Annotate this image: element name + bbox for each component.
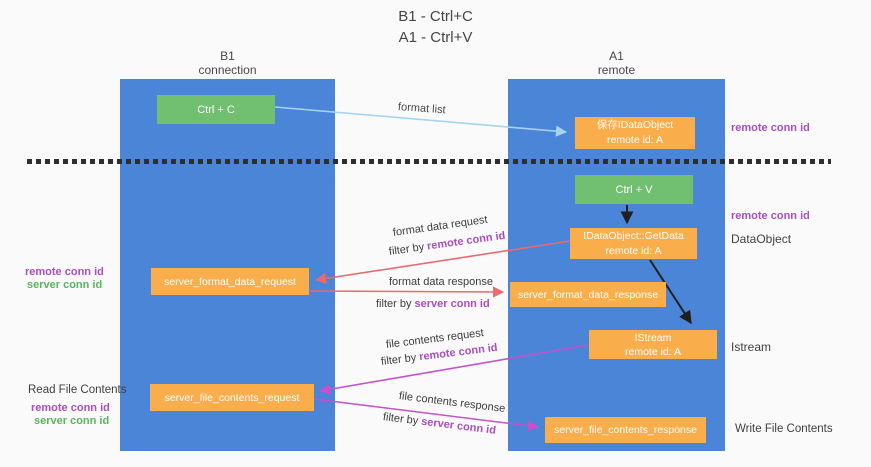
filter-value: server conn id	[414, 298, 490, 310]
node-server-file-contents-request: server_file_contents_request	[150, 384, 314, 411]
label-file-contents-response: file contents response	[398, 390, 506, 415]
node-istream-line2: remote id: A	[624, 346, 682, 358]
filter-prefix: filter by	[376, 298, 415, 310]
node-save-idataobject: 保存IDataObject remote id: A	[575, 117, 695, 149]
diagram-title: B1 - Ctrl+C A1 - Ctrl+V	[0, 6, 871, 48]
node-save-idataobject-line2: remote id: A	[606, 134, 664, 146]
label-left-top-remote-conn-id: remote conn id	[25, 266, 104, 278]
lane-a1-subtitle: remote	[597, 63, 636, 77]
lane-a1-header: A1 remote	[508, 49, 725, 77]
label-left-bottom-server-conn-id: server conn id	[34, 415, 110, 427]
node-save-idataobject-line1: 保存IDataObject	[596, 119, 674, 131]
label-write-file-contents: Write File Contents	[735, 423, 833, 435]
label-remote-conn-id-mid: remote conn id	[731, 210, 810, 222]
filter-value: server conn id	[420, 415, 497, 437]
node-idataobject-getdata: IDataObject::GetData remote id: A	[570, 228, 697, 259]
node-istream-line1: IStream	[634, 332, 672, 344]
node-getdata-line1: IDataObject::GetData	[583, 230, 684, 242]
node-getdata-line2: remote id: A	[605, 245, 662, 257]
node-server-format-data-response: server_format_data_response	[510, 282, 666, 307]
lane-b1-header: B1 connection	[120, 49, 335, 77]
format-data-response-arrow	[309, 286, 505, 298]
node-ctrl-c: Ctrl + C	[157, 95, 275, 124]
filter-prefix: filter by	[388, 240, 428, 258]
node-server-file-contents-request-label: server_file_contents_request	[164, 391, 300, 404]
label-filter-format-response: filter by server conn id	[376, 298, 490, 310]
node-server-file-contents-response: server_file_contents_response	[545, 417, 706, 443]
node-server-file-contents-response-label: server_file_contents_response	[553, 424, 697, 436]
label-left-bottom-remote-conn-id: remote conn id	[31, 402, 110, 414]
label-format-list: format list	[397, 101, 446, 117]
clipboard-boundary-line	[27, 159, 831, 164]
lane-b1-subtitle: connection	[198, 63, 257, 77]
node-server-format-data-request: server_format_data_request	[151, 268, 309, 295]
label-dataobject: DataObject	[731, 232, 792, 246]
filter-value: remote conn id	[426, 229, 507, 253]
lane-b1-name: B1	[220, 49, 235, 63]
label-istream: Istream	[731, 340, 772, 354]
label-filter-file-response: filter by server conn id	[382, 411, 496, 437]
title-line-2: A1 - Ctrl+V	[398, 29, 473, 46]
node-server-format-data-request-label: server_format_data_request	[164, 275, 296, 288]
lane-a1-name: A1	[609, 49, 624, 63]
node-ctrl-v: Ctrl + V	[575, 175, 693, 204]
node-server-format-data-response-label: server_format_data_response	[517, 288, 659, 301]
node-istream: IStream remote id: A	[589, 330, 717, 359]
node-ctrl-v-label: Ctrl + V	[615, 183, 653, 196]
label-remote-conn-id-top: remote conn id	[731, 122, 810, 134]
filter-prefix: filter by	[382, 411, 422, 428]
label-read-file-contents: Read File Contents	[28, 384, 127, 396]
label-left-top-server-conn-id: server conn id	[27, 279, 103, 291]
filter-prefix: filter by	[380, 351, 420, 368]
node-ctrl-c-label: Ctrl + C	[197, 103, 235, 116]
title-line-1: B1 - Ctrl+C	[398, 8, 473, 25]
label-format-data-response: format data response	[389, 276, 493, 288]
